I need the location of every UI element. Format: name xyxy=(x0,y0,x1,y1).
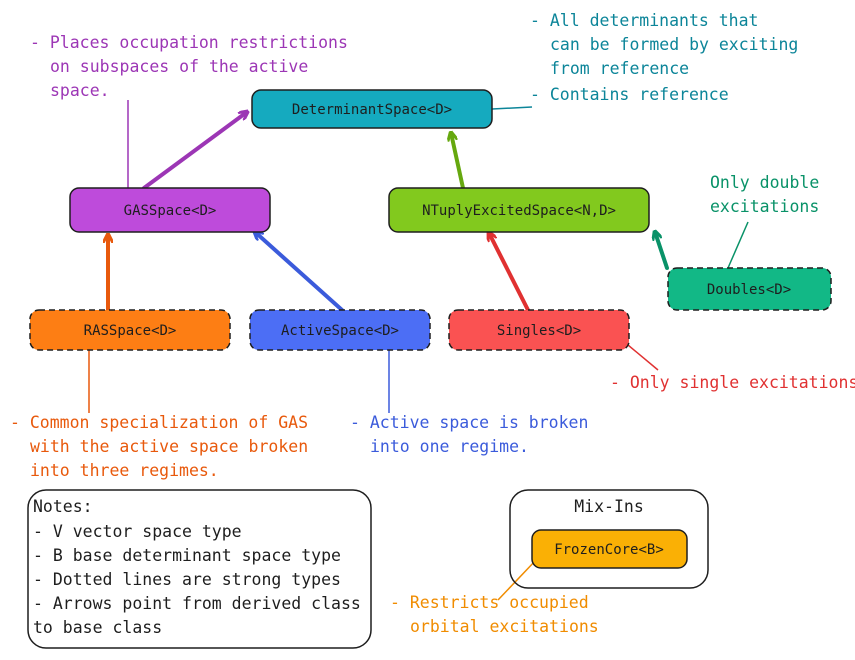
ras-annotation-line: with the active space broken xyxy=(30,437,308,456)
ras-annotation: - Common specialization of GAS with the … xyxy=(10,413,308,480)
node-frozen-core-box xyxy=(531,529,688,569)
node-gas-space: GASSpace<D> xyxy=(69,187,271,233)
gas-annotation-line: - Places occupation restrictions xyxy=(30,33,348,52)
notes-item: - V vector space type xyxy=(33,522,242,541)
node-frozen-core: FrozenCore<B> xyxy=(531,529,688,569)
notes-panel: Notes: - V vector space type - B base de… xyxy=(27,489,372,649)
node-frozen-core-label: FrozenCore<B> xyxy=(554,542,664,558)
mixins-panel-border xyxy=(509,489,709,589)
arrow-gas-to-determinant xyxy=(142,112,247,190)
node-ntuply-excited-space: NTuplyExcitedSpace<N,D> xyxy=(388,187,650,233)
node-singles-box xyxy=(448,309,630,351)
mixins-title: Mix-Ins xyxy=(574,497,644,516)
node-doubles-box xyxy=(667,267,832,311)
mixins-panel: Mix-Ins xyxy=(509,489,709,589)
node-ras-space-label: RASSpace<D> xyxy=(84,323,177,339)
active-annotation-line: into one regime. xyxy=(370,437,529,456)
active-annotation-line: - Active space is broken xyxy=(350,413,588,432)
determinant-annotation: - All determinants that can be formed by… xyxy=(530,11,798,104)
frozen-core-annotation-connector xyxy=(497,559,537,601)
notes-title: Notes: xyxy=(33,497,93,516)
node-doubles-label: Doubles<D> xyxy=(707,282,791,298)
node-singles-label: Singles<D> xyxy=(497,323,581,339)
node-active-space: ActiveSpace<D> xyxy=(249,309,431,351)
determinant-annotation-line: from reference xyxy=(550,59,689,78)
node-doubles: Doubles<D> xyxy=(667,267,832,311)
determinant-annotation-line: - Contains reference xyxy=(530,85,729,104)
arrow-doubles-to-ntuply xyxy=(655,232,669,270)
determinant-annotation-line: - All determinants that xyxy=(530,11,758,30)
doubles-annotation-connector xyxy=(727,221,749,269)
notes-panel-border xyxy=(27,489,372,649)
ras-annotation-line: - Common specialization of GAS xyxy=(10,413,308,432)
node-determinant-space-box xyxy=(251,89,493,129)
determinant-annotation-connector xyxy=(491,106,533,110)
doubles-annotation-line: excitations xyxy=(710,197,819,216)
gas-annotation-line: on subspaces of the active xyxy=(50,57,308,76)
singles-annotation-line: - Only single excitations xyxy=(610,373,855,392)
gas-annotation: - Places occupation restrictions on subs… xyxy=(30,33,348,100)
node-ras-space: RASSpace<D> xyxy=(29,309,231,351)
arrow-ntuply-to-determinant xyxy=(451,133,465,190)
notes-item: - Arrows point from derived class xyxy=(33,594,361,613)
notes-item: - B base determinant space type xyxy=(33,546,341,565)
node-determinant-space: DeterminantSpace<D> xyxy=(251,89,493,129)
node-active-space-label: ActiveSpace<D> xyxy=(281,323,399,339)
frozen-core-annotation-line: orbital excitations xyxy=(410,617,599,636)
notes-item: - Dotted lines are strong types xyxy=(33,570,341,589)
doubles-annotation: Only double excitations xyxy=(710,173,819,216)
node-active-space-box xyxy=(249,309,431,351)
node-gas-space-box xyxy=(69,187,271,233)
notes-item: to base class xyxy=(33,618,162,637)
node-ntuply-excited-space-label: NTuplyExcitedSpace<N,D> xyxy=(422,203,616,219)
node-ras-space-box xyxy=(29,309,231,351)
node-determinant-space-label: DeterminantSpace<D> xyxy=(292,102,452,118)
determinant-annotation-line: can be formed by exciting xyxy=(550,35,798,54)
singles-annotation-connector xyxy=(627,344,659,371)
node-singles: Singles<D> xyxy=(448,309,630,351)
arrow-singles-to-ntuply xyxy=(489,233,530,312)
doubles-annotation-line: Only double xyxy=(710,173,819,192)
gas-annotation-line: space. xyxy=(50,81,110,100)
ras-annotation-line: into three regimes. xyxy=(30,461,219,480)
node-ntuply-excited-space-box xyxy=(388,187,650,233)
singles-annotation: - Only single excitations xyxy=(610,373,855,392)
node-gas-space-label: GASSpace<D> xyxy=(124,203,217,219)
active-annotation: - Active space is broken into one regime… xyxy=(350,413,588,456)
frozen-core-annotation-line: - Restricts occupied xyxy=(390,593,589,612)
arrow-active-to-gas xyxy=(255,232,344,312)
frozen-core-annotation: - Restricts occupied orbital excitations xyxy=(390,593,599,636)
